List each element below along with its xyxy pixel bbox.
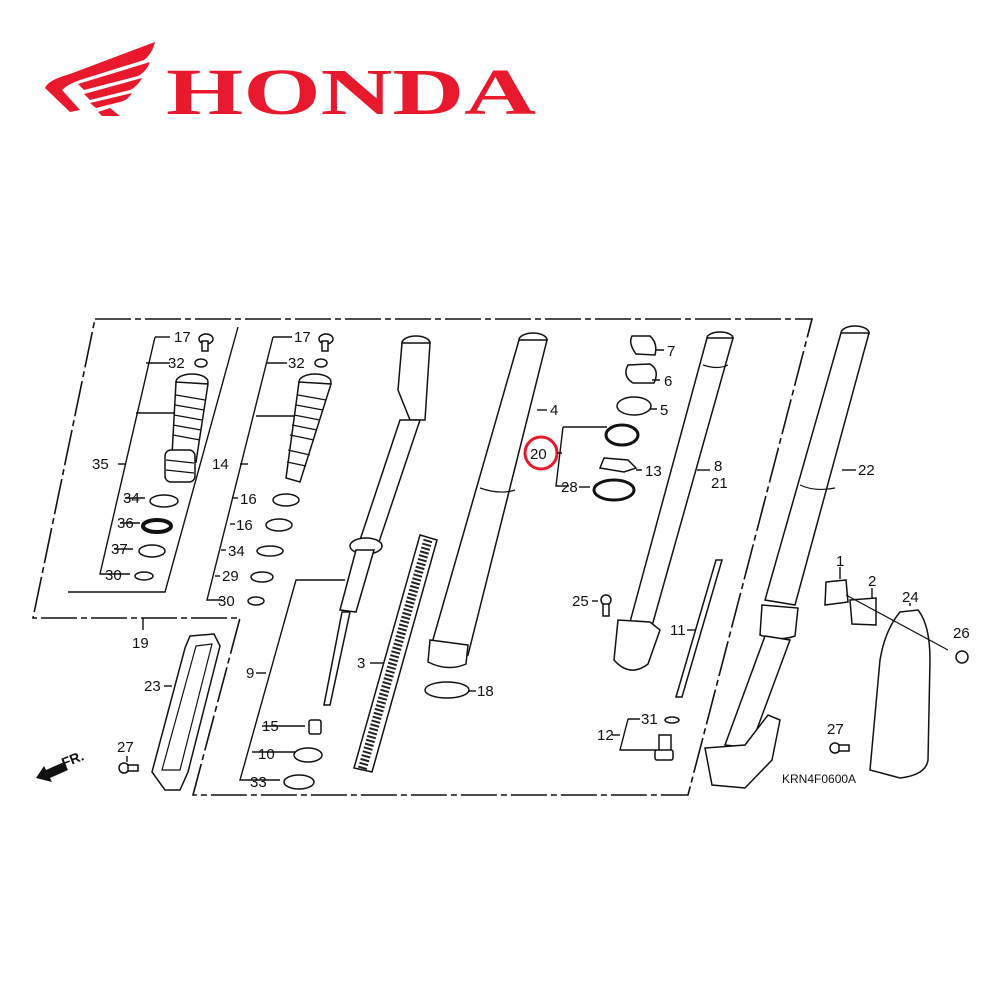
callout-30: 30 <box>218 593 235 610</box>
callout-27: 27 <box>827 721 844 738</box>
callout-23: 23 <box>144 678 161 695</box>
callout-17: 17 <box>294 329 311 346</box>
callout-24: 24 <box>902 589 919 606</box>
part-group-14 <box>206 333 334 606</box>
callout-35: 35 <box>92 456 109 473</box>
screw-icon <box>318 333 334 352</box>
screw-icon <box>198 333 214 352</box>
o-ring-icon <box>314 358 328 368</box>
valve-cartridge-icon <box>164 373 209 483</box>
inner-tube-icon <box>613 331 734 671</box>
brand-wordmark: HONDA <box>166 56 536 120</box>
o-ring-icon <box>256 545 284 557</box>
callout-7: 7 <box>667 343 675 360</box>
valve-cartridge-icon <box>285 373 333 483</box>
callout-16: 16 <box>236 517 253 534</box>
callout-26: 26 <box>953 625 970 642</box>
fork-guard-icon <box>869 609 931 779</box>
callout-12: 12 <box>597 727 614 744</box>
callout-18: 18 <box>477 683 494 700</box>
bushing-icon <box>592 478 636 502</box>
guide-rod-icon <box>674 559 724 698</box>
callout-36: 36 <box>117 515 134 532</box>
callout-10: 10 <box>258 746 275 763</box>
callout-6: 6 <box>664 373 672 390</box>
sub-assembly-35-frame <box>68 326 239 593</box>
callout-34: 34 <box>123 490 140 507</box>
nut-icon <box>308 719 322 735</box>
washer-icon <box>247 596 265 606</box>
drain-bolt-icon <box>654 734 674 761</box>
fork-assembly-icon <box>704 325 870 789</box>
callout-16: 16 <box>240 491 257 508</box>
oil-seal-icon <box>629 335 657 356</box>
outer-tube-icon <box>427 332 548 669</box>
callout-20: 20 <box>530 446 547 463</box>
direction-label: FR. <box>59 747 86 770</box>
stopper-ring-icon <box>598 457 638 473</box>
seal-icon <box>141 518 173 534</box>
diagram-code: KRN4F0600A <box>782 772 856 786</box>
bracket-icon <box>824 579 849 606</box>
callout-13: 13 <box>645 463 662 480</box>
damper-rod-icon <box>323 335 431 706</box>
callout-32: 32 <box>288 355 305 372</box>
callout-34: 34 <box>228 543 245 560</box>
callout-32: 32 <box>168 355 185 372</box>
washer-icon <box>616 396 652 416</box>
o-ring-icon <box>149 494 179 508</box>
callout-8: 8 <box>714 458 722 475</box>
o-ring-icon <box>138 544 166 558</box>
callout-33: 33 <box>250 774 267 791</box>
callout-15: 15 <box>262 718 279 735</box>
o-ring-icon <box>283 774 315 790</box>
callout-29: 29 <box>222 568 239 585</box>
callout-31: 31 <box>641 711 658 728</box>
callout-4: 4 <box>550 402 558 419</box>
front-direction-arrow-icon: FR. <box>36 747 86 782</box>
o-ring-icon <box>250 571 274 583</box>
callout-2: 2 <box>868 573 876 590</box>
honda-wing-icon <box>45 42 155 116</box>
washer-icon <box>664 716 680 724</box>
callout-14: 14 <box>212 456 229 473</box>
callout-9: 9 <box>246 665 254 682</box>
callout-17: 17 <box>174 329 191 346</box>
bushing-icon <box>265 518 293 532</box>
bushing-icon <box>293 747 323 763</box>
callout-11: 11 <box>670 622 686 639</box>
bushing-icon <box>604 423 640 447</box>
o-ring-icon <box>194 358 208 368</box>
part-group-35 <box>99 333 214 581</box>
callout-27: 27 <box>117 739 134 756</box>
callout-22: 22 <box>858 462 875 479</box>
bolt-icon <box>118 762 139 774</box>
callout-25: 25 <box>572 593 589 610</box>
callout-28: 28 <box>561 479 578 496</box>
callout-30: 30 <box>105 567 122 584</box>
fork-spring-icon <box>353 534 438 773</box>
callout-5: 5 <box>660 402 668 419</box>
callout-21: 21 <box>711 475 728 492</box>
callout-37: 37 <box>111 541 128 558</box>
callout-3: 3 <box>357 655 365 672</box>
bolt-icon <box>600 594 612 617</box>
assembly-frame <box>32 318 814 796</box>
bushing-icon <box>272 493 300 507</box>
dust-seal-icon <box>625 363 657 384</box>
washer-icon <box>134 571 154 581</box>
bolt-icon <box>829 742 850 754</box>
circlip-icon <box>424 681 470 699</box>
bracket-icon <box>849 597 877 626</box>
callout-19: 19 <box>132 635 149 652</box>
callout-1: 1 <box>836 553 844 570</box>
highlighted-callout-20[interactable]: 20 <box>523 435 559 471</box>
fork-guard-icon <box>151 633 221 791</box>
honda-logo: HONDA <box>45 42 536 120</box>
bolt-icon <box>955 650 969 664</box>
